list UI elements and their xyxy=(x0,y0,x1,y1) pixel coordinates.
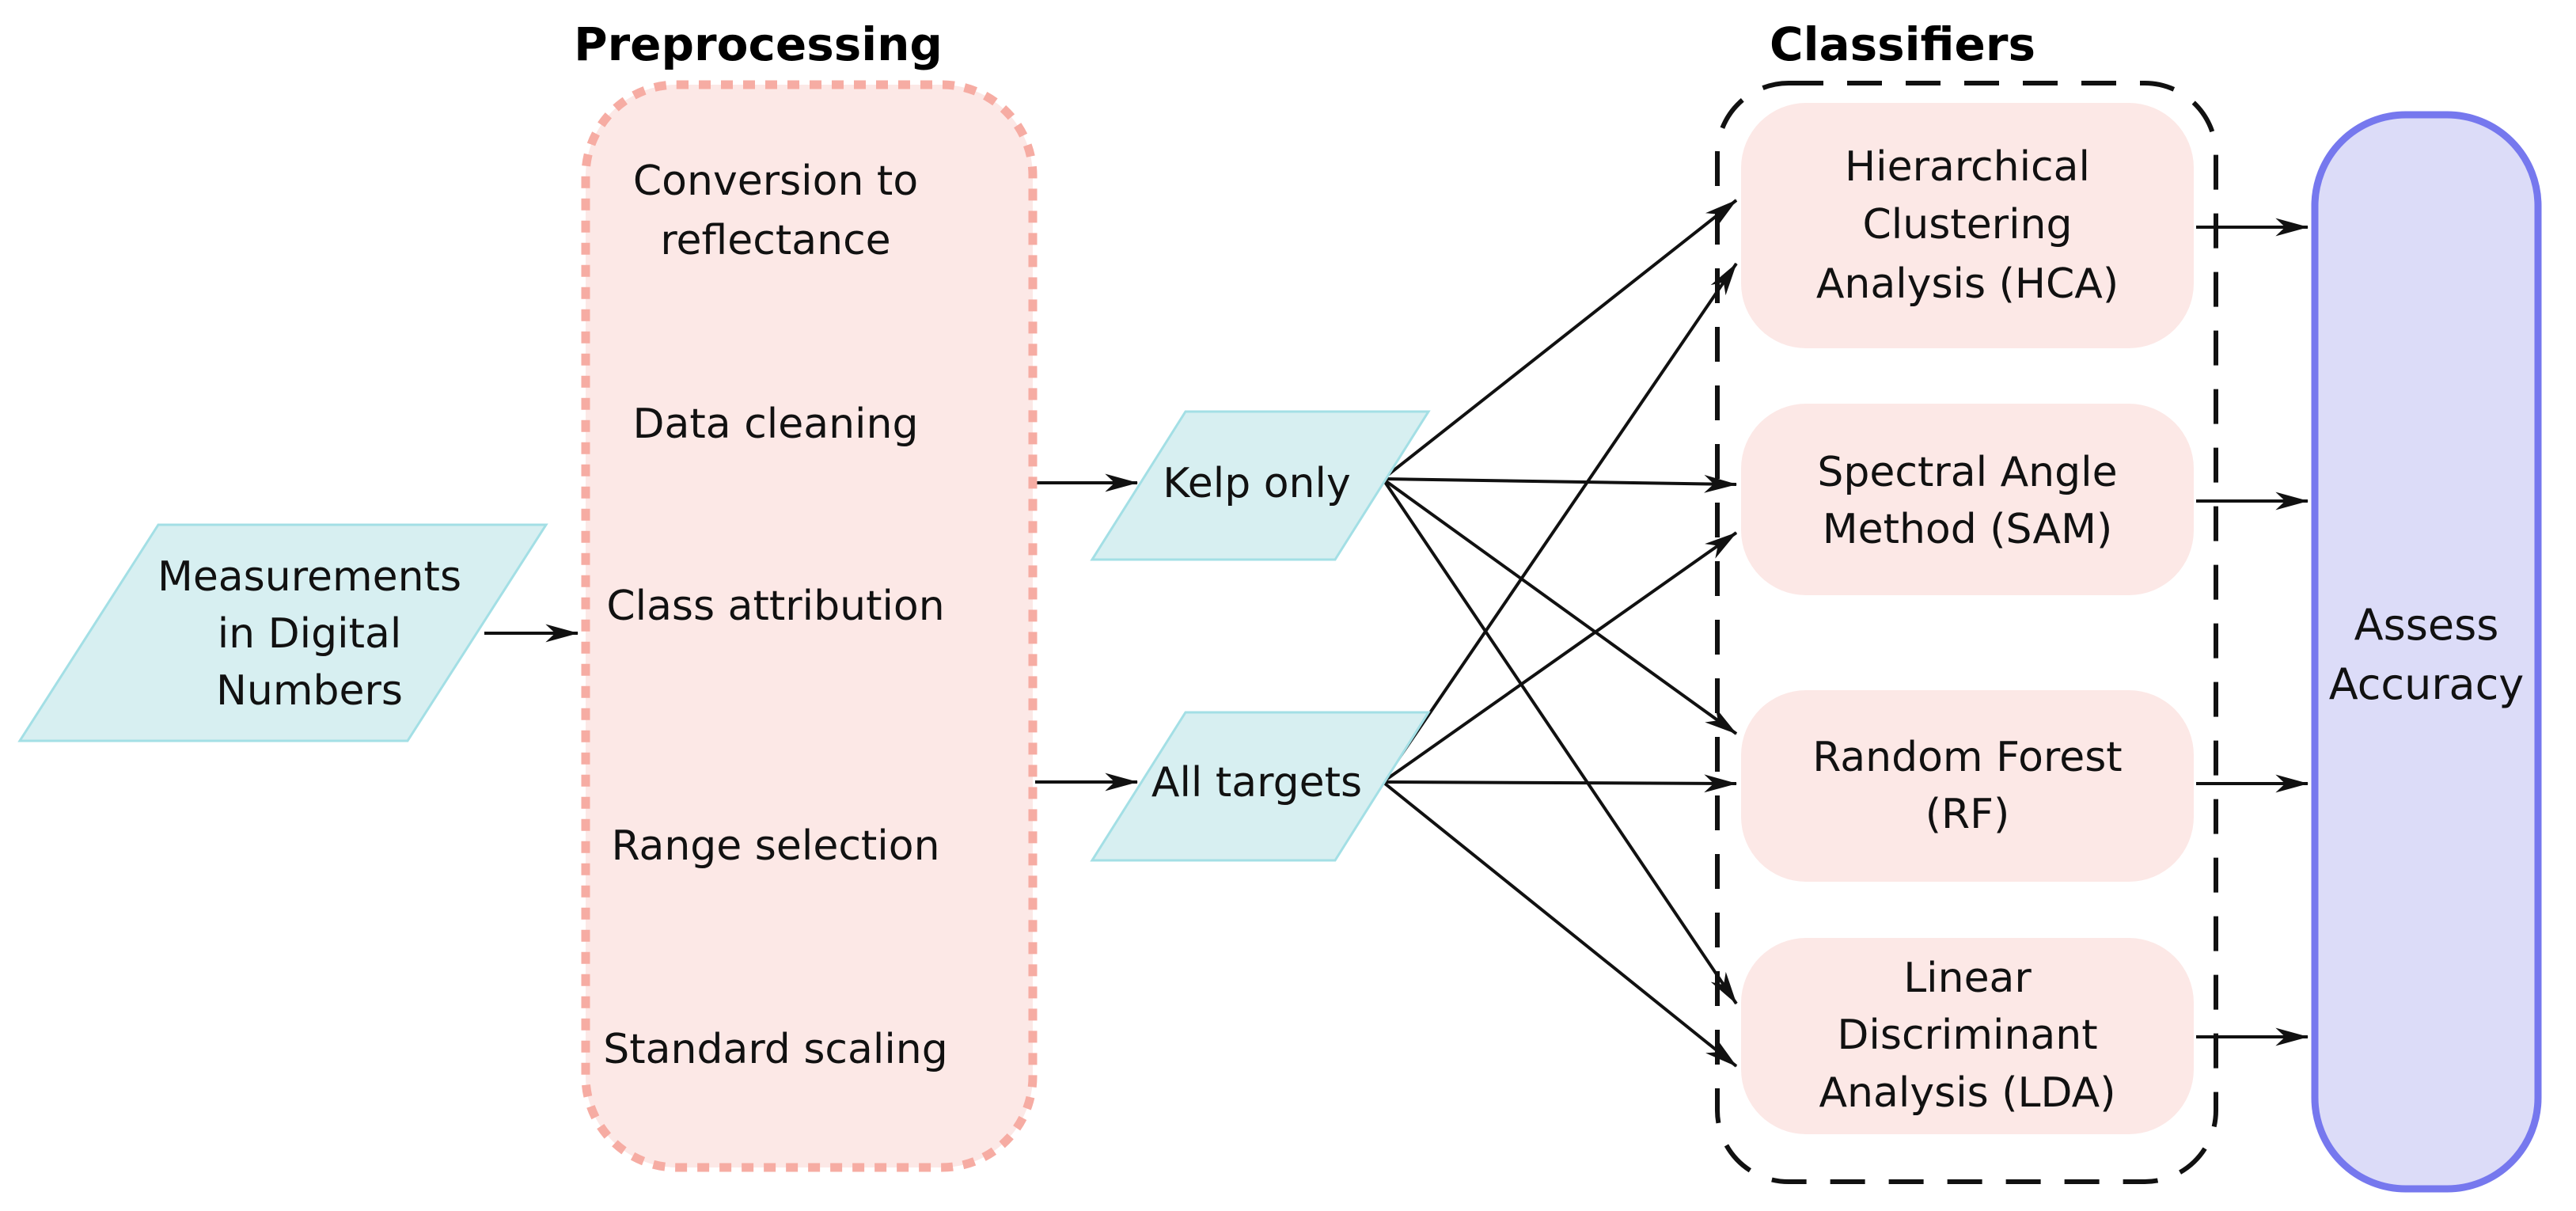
preprocessing-title: Preprocessing xyxy=(574,17,943,71)
measurements-label: Numbers xyxy=(216,667,403,715)
edge-all-targets-hca xyxy=(1383,262,1738,780)
hca-label: Clustering xyxy=(1863,201,2073,249)
node-all-targets: All targets xyxy=(1090,711,1431,862)
step-class-attribution: Class attribution xyxy=(606,583,944,630)
edges xyxy=(484,199,2309,1068)
node-sam: Spectral Angle Method (SAM) xyxy=(1741,404,2194,595)
step-data-cleaning: Data cleaning xyxy=(633,401,919,448)
sam-label: Method (SAM) xyxy=(1823,506,2113,553)
measurements-label: in Digital xyxy=(218,610,402,658)
hca-label: Hierarchical xyxy=(1845,143,2090,191)
step-conversion: Conversion to reflectance xyxy=(633,158,918,264)
kelp-only-shape xyxy=(1090,410,1431,561)
classifiers-title: Classifiers xyxy=(1770,17,2035,71)
edge-kelp-only-lda xyxy=(1383,480,1738,1005)
node-hca: Hierarchical Clustering Analysis (HCA) xyxy=(1741,103,2194,348)
lda-label: Analysis (LDA) xyxy=(1819,1069,2115,1117)
step-label: Data cleaning xyxy=(633,401,919,448)
hca-box xyxy=(1741,103,2194,348)
lda-label: Linear xyxy=(1903,955,2032,1002)
edge-kelp-only-rf xyxy=(1383,479,1738,735)
step-label: Class attribution xyxy=(606,583,944,630)
step-range-selection: Range selection xyxy=(611,822,939,870)
edge-all-targets-rf xyxy=(1384,774,1738,793)
rf-label: (RF) xyxy=(1925,791,2010,838)
kelp-only-label: Kelp only xyxy=(1163,460,1350,507)
edge-all-targets-sam xyxy=(1383,531,1738,782)
node-kelp-only: Kelp only xyxy=(1090,410,1431,561)
rf-label: Random Forest xyxy=(1812,734,2122,781)
all-targets-label: All targets xyxy=(1151,759,1362,807)
hca-label: Analysis (HCA) xyxy=(1816,260,2119,308)
assess-accuracy-box xyxy=(2311,111,2542,1193)
preprocessing-box xyxy=(581,80,1038,1172)
assess-accuracy-label: Assess xyxy=(2354,600,2499,650)
node-lda: Linear Discriminant Analysis (LDA) xyxy=(1741,938,2194,1134)
measurements-label: Measurements xyxy=(157,553,461,601)
sam-label: Spectral Angle xyxy=(1817,449,2117,496)
lda-label: Discriminant xyxy=(1837,1012,2097,1059)
edge-kelp-only-sam xyxy=(1384,474,1738,493)
node-assess-accuracy: Assess Accuracy xyxy=(2311,111,2542,1193)
step-label: reflectance xyxy=(660,217,890,264)
rf-box xyxy=(1741,690,2194,882)
node-rf: Random Forest (RF) xyxy=(1741,690,2194,882)
edge-all-targets-lda xyxy=(1383,782,1738,1068)
classifiers-container: Hierarchical Clustering Analysis (HCA) S… xyxy=(1715,81,2218,1184)
step-label: Range selection xyxy=(611,822,939,870)
all-targets-shape xyxy=(1090,711,1431,862)
measurements-shape xyxy=(17,523,548,742)
assess-accuracy-label: Accuracy xyxy=(2329,659,2525,709)
sam-box xyxy=(1741,404,2194,595)
classifiers-box xyxy=(1715,81,2218,1184)
preprocessing-container: Conversion to reflectance Data cleaning … xyxy=(581,80,1038,1172)
edge-kelp-only-hca xyxy=(1383,199,1738,479)
lda-box xyxy=(1741,938,2194,1134)
step-label: Standard scaling xyxy=(603,1026,948,1073)
node-measurements: Measurements in Digital Numbers xyxy=(17,523,548,742)
step-standard-scaling: Standard scaling xyxy=(603,1026,948,1073)
step-label: Conversion to xyxy=(633,158,918,205)
